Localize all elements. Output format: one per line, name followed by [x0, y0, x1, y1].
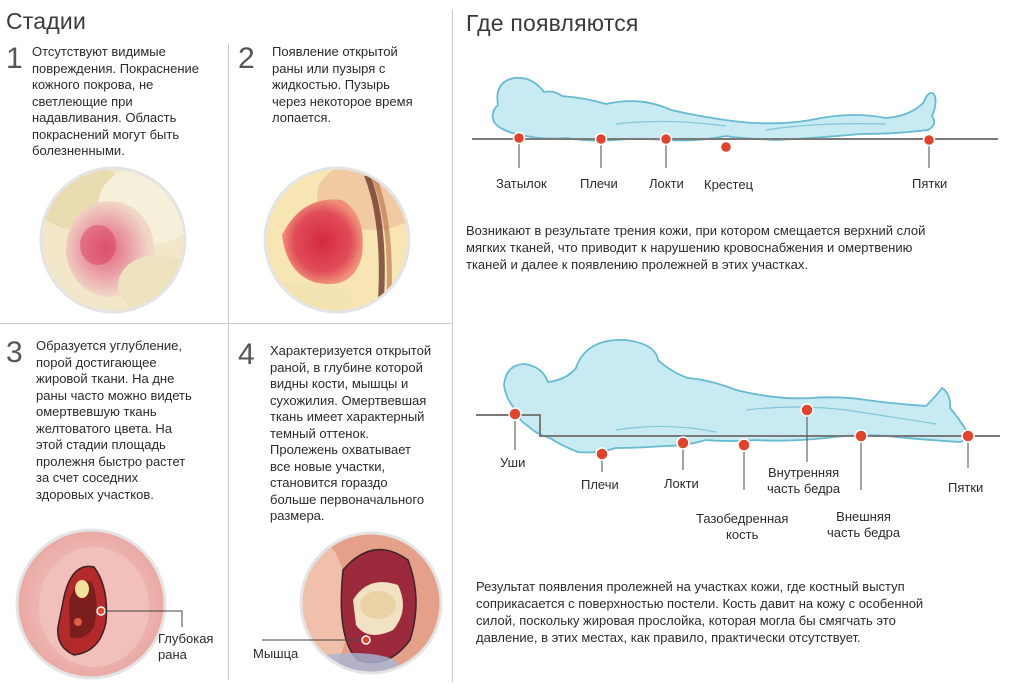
stage-1-text: Отсутствуют видимые повреждения. Покрасн…: [32, 44, 200, 158]
label-occiput: Затылок: [496, 176, 547, 191]
stage-1-number: 1: [6, 42, 23, 75]
stage-2-number: 2: [238, 42, 255, 75]
marker-outer-thigh: [854, 429, 868, 443]
label-heels-supine: Пятки: [912, 176, 948, 191]
lateral-bed-line: [476, 414, 1000, 437]
marker-occiput: [512, 131, 526, 145]
section-divider: [452, 10, 453, 682]
label-hip: Тазобедренная кость: [696, 511, 789, 542]
marker-heels-supine: [922, 133, 936, 147]
stages-title: Стадии: [6, 8, 86, 34]
supine-body: [491, 76, 937, 142]
marker-ears: [508, 407, 522, 421]
stage-1-image: [39, 166, 187, 314]
label-shoulders-lateral: Плечи: [581, 477, 619, 492]
muscle-label: Мышца: [253, 646, 299, 661]
supine-figure: [472, 76, 998, 168]
stage-3-text: Образуется углубление, порой достигающее…: [36, 338, 192, 502]
marker-hip: [737, 438, 751, 452]
stage-3-number: 3: [6, 336, 23, 369]
lateral-figure: [476, 339, 1000, 490]
label-sacrum: Крестец: [704, 177, 754, 192]
stages-divider-horizontal: [0, 323, 452, 324]
where-title: Где появляются: [466, 10, 639, 36]
marker-inner-thigh: [800, 403, 814, 417]
label-ears: Уши: [500, 455, 526, 470]
stage-4-number: 4: [238, 338, 255, 371]
lateral-body: [503, 339, 969, 454]
deep-wound-marker: [96, 606, 106, 616]
label-elbows-supine: Локти: [649, 176, 684, 191]
label-shoulders-supine: Плечи: [580, 176, 618, 191]
label-outer-thigh: Внешняя часть бедра: [827, 509, 901, 540]
stages-divider-vertical: [228, 44, 229, 680]
supine-description: Возникают в результате трения кожи, при …: [466, 223, 926, 272]
stage-2-text: Появление открытой раны или пузыря с жид…: [272, 44, 413, 125]
deep-wound-label: Глубокая рана: [158, 631, 214, 662]
muscle-callout-line: [262, 635, 371, 645]
lateral-description: Результат появления пролежней на участка…: [476, 579, 924, 645]
marker-sacrum: [719, 140, 733, 154]
marker-shoulders-lateral: [595, 447, 609, 461]
label-heels-lateral: Пятки: [948, 480, 984, 495]
stage-4-text: Характеризуется открытой раной, в глубин…: [270, 343, 432, 523]
muscle-marker: [361, 635, 371, 645]
marker-elbows-supine: [659, 132, 673, 146]
marker-elbows-lateral: [676, 436, 690, 450]
marker-heels-lateral: [961, 429, 975, 443]
label-inner-thigh: Внутренняя часть бедра: [767, 465, 841, 496]
marker-shoulders-supine: [594, 132, 608, 146]
deep-wound-callout-line: [96, 606, 183, 627]
stage-2-image: [263, 166, 411, 314]
stage-4-image: [299, 531, 443, 675]
stage-3-image: [15, 528, 167, 680]
label-elbows-lateral: Локти: [664, 476, 699, 491]
